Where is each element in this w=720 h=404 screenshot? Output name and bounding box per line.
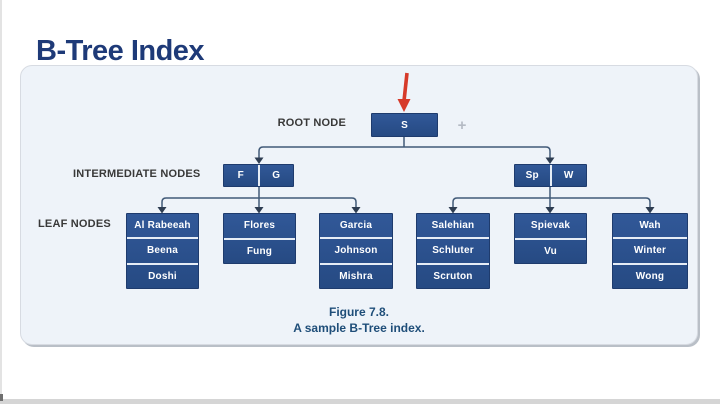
letterbox-bottom — [0, 399, 720, 404]
node-key-cell: Mishra — [320, 262, 392, 288]
plus-icon: + — [457, 116, 467, 134]
node-key-cell: F — [237, 170, 244, 181]
leaf-node-box: Al Rabeeah Beena Doshi — [126, 213, 199, 289]
root-to-intermediate-connector — [258, 137, 551, 158]
leaf-node-box: Salehian Schluter Scruton — [416, 213, 490, 289]
intermediate-node-box-right: Sp W — [514, 164, 587, 187]
node-key-cell: W — [549, 165, 587, 186]
leaf-node-box: Spievak Vu — [514, 213, 587, 264]
node-key-cell: Fung — [224, 237, 295, 264]
letterbox-bottom-notch — [0, 394, 3, 401]
row-label-root: ROOT NODE — [277, 117, 346, 129]
row-label-intermediate: INTERMEDIATE NODES — [73, 168, 201, 180]
screen-left-edge — [0, 0, 2, 404]
leaf-node-box: Wah Winter Wong — [612, 213, 688, 289]
root-node-box: S — [371, 113, 438, 137]
node-key-cell: Wong — [613, 262, 687, 288]
leaf-node-box: Flores Fung — [223, 213, 296, 264]
node-key-cell: Sp — [525, 170, 539, 181]
node-key-cell: Scruton — [417, 262, 489, 288]
node-key-cell: Salehian — [431, 220, 475, 232]
node-key-cell: Doshi — [127, 262, 198, 288]
figure-caption-line2: A sample B-Tree index. — [293, 321, 425, 335]
node-key-cell: G — [257, 165, 294, 186]
intermediate-node-box-left: F G — [223, 164, 294, 187]
node-key-cell: Johnson — [320, 237, 392, 262]
row-label-leaf: LEAF NODES — [38, 218, 111, 230]
node-key-cell: Winter — [613, 237, 687, 262]
page-title: B-Tree Index — [36, 35, 205, 68]
node-key-cell: S — [401, 119, 408, 131]
leaf-node-box: Garcia Johnson Mishra — [319, 213, 393, 289]
diagram-panel: ROOT NODE INTERMEDIATE NODES LEAF NODES … — [20, 65, 698, 345]
node-key-cell: Vu — [515, 237, 586, 264]
node-key-cell: Al Rabeeah — [134, 220, 191, 232]
figure-caption-line1: Figure 7.8. — [328, 305, 390, 319]
node-key-cell: Flores — [243, 220, 276, 232]
intermediate-to-leaf-connector — [161, 187, 651, 208]
node-key-cell: Wah — [639, 220, 661, 232]
node-key-cell: Schluter — [417, 237, 489, 262]
node-key-cell: Spievak — [530, 220, 571, 232]
node-key-cell: Beena — [127, 237, 198, 262]
node-key-cell: Garcia — [339, 220, 373, 232]
figure-caption: Figure 7.8. A sample B-Tree index. — [21, 304, 697, 336]
red-pointer-arrow-icon — [397, 72, 411, 112]
